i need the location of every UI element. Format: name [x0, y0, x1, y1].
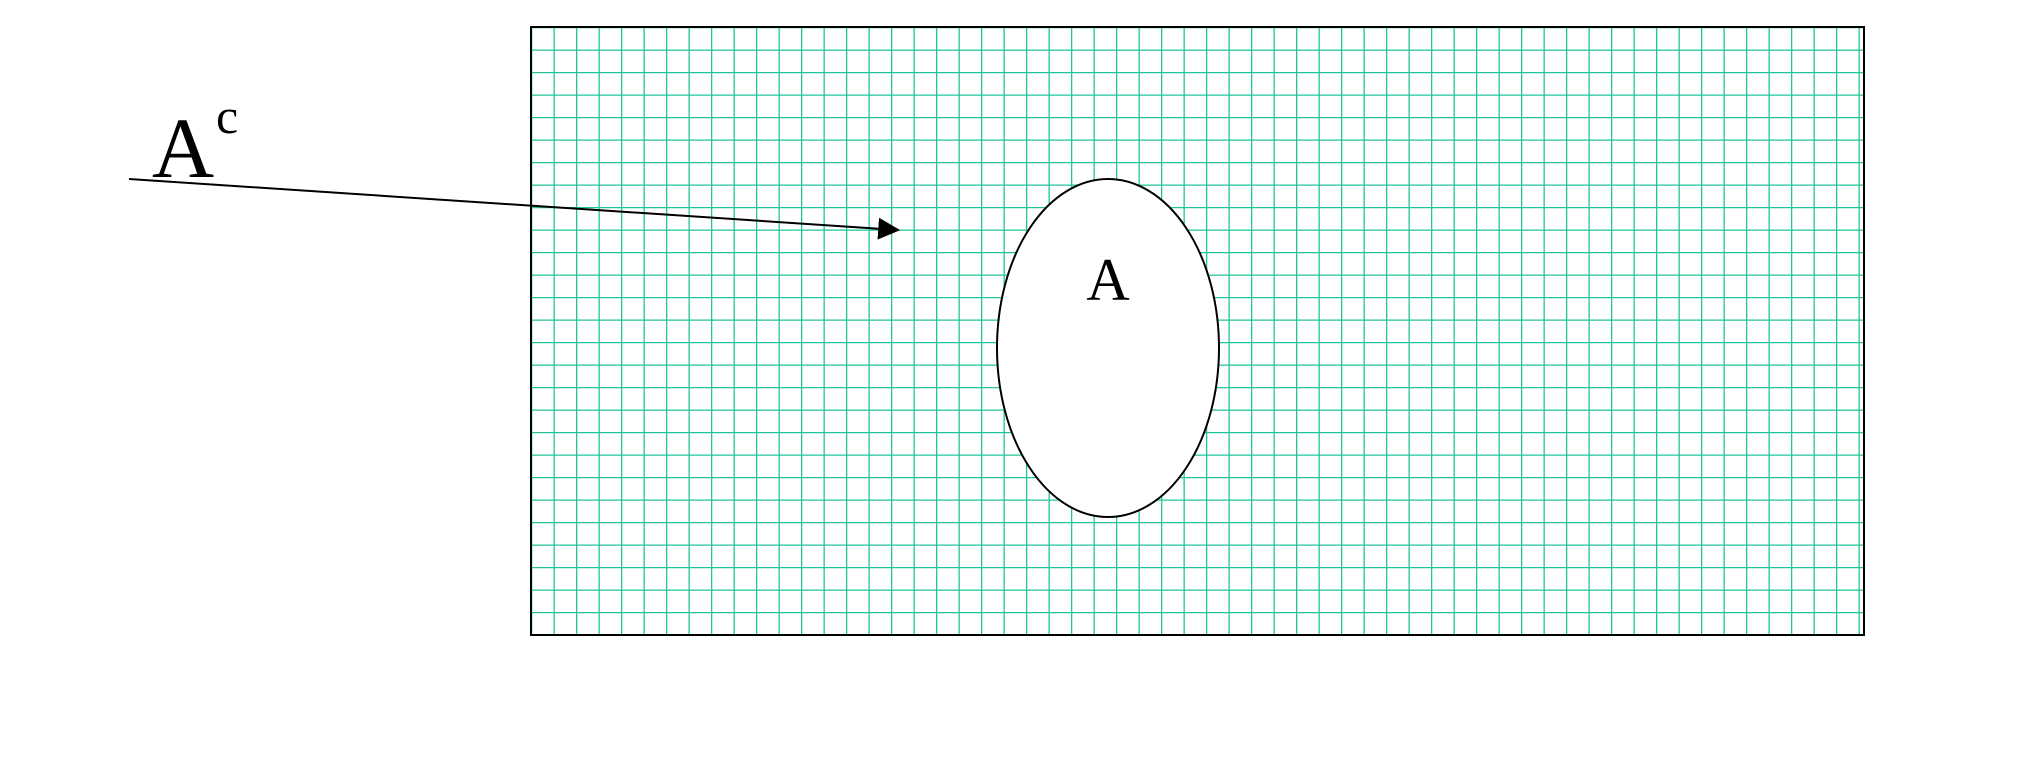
complement-label-base: A: [152, 100, 214, 196]
complement-label-superscript: c: [216, 88, 238, 144]
set-a-ellipse: [996, 178, 1220, 518]
set-a-label: A: [1086, 247, 1129, 313]
complement-label: A: [152, 100, 214, 196]
pointer-arrow: [128, 178, 901, 240]
